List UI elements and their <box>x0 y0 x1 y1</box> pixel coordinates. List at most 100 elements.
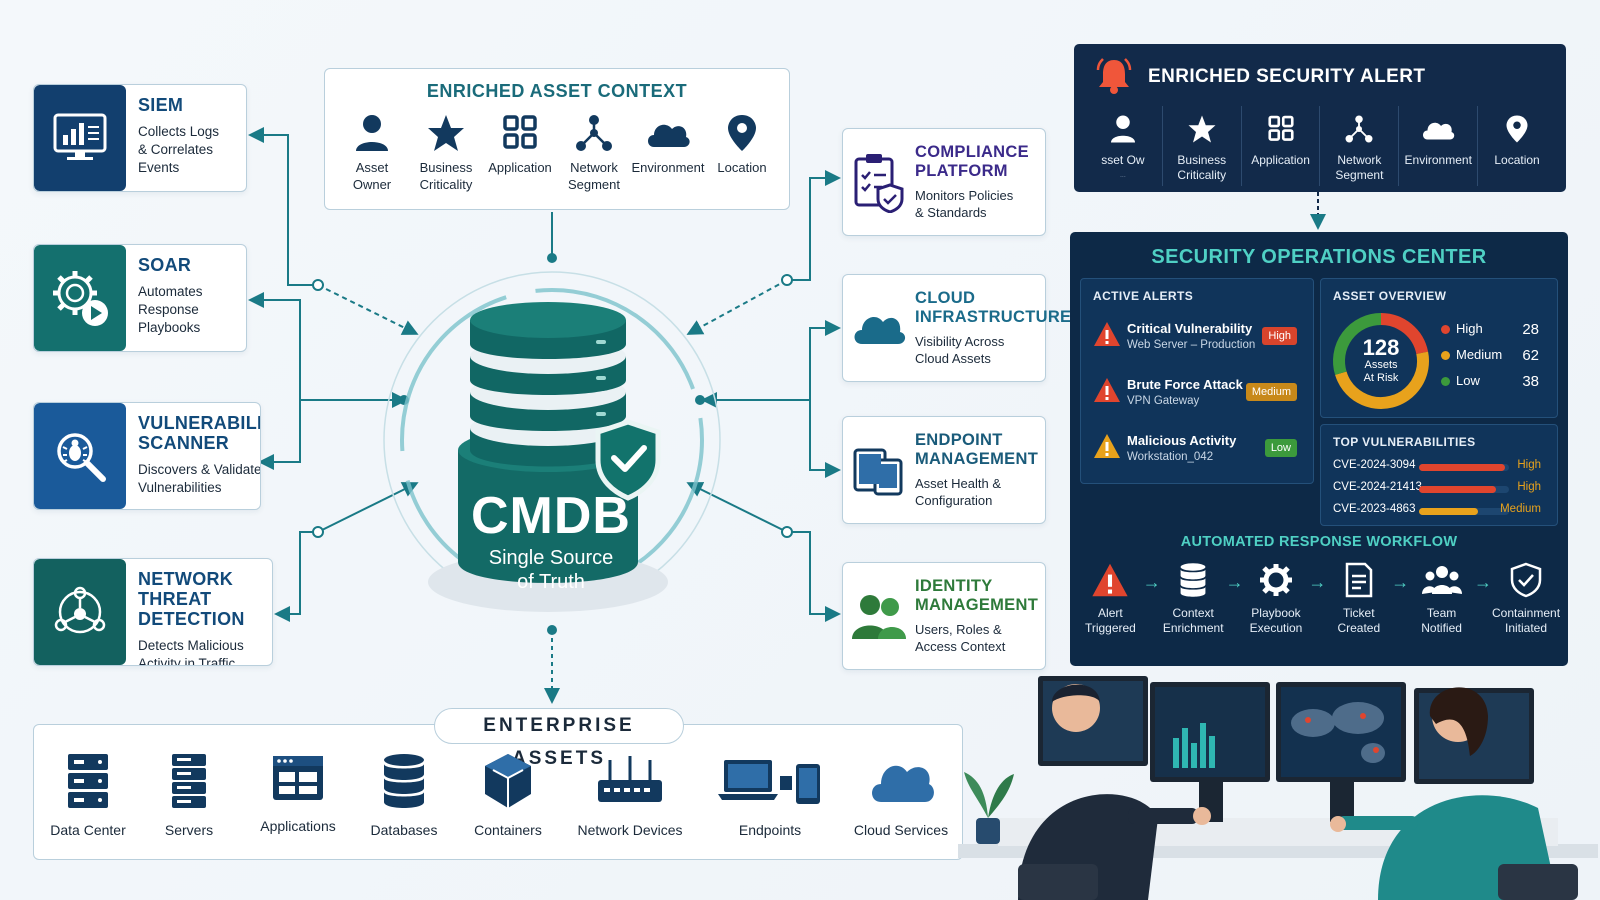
ticket-icon <box>1345 562 1373 598</box>
bell-icon <box>1096 58 1132 94</box>
bug-magnifier-icon <box>34 403 126 509</box>
soc-analysts-illustration <box>958 676 1598 900</box>
person-icon <box>356 115 388 151</box>
arrow-right-icon: → <box>1308 572 1327 592</box>
network-icon <box>576 115 612 151</box>
active-alerts-panel: ACTIVE ALERTS Critical Vulnerability Web… <box>1080 278 1314 484</box>
warning-icon <box>1092 563 1129 597</box>
asset-servers[interactable]: Servers <box>150 752 228 838</box>
app-window-icon <box>273 756 323 800</box>
warning-icon <box>1094 434 1120 458</box>
enriched-security-alert-title: ENRICHED SECURITY ALERT <box>1148 66 1426 87</box>
cve-severity-bar <box>1419 486 1496 493</box>
asset-cloud-services[interactable]: Cloud Services <box>846 752 956 838</box>
arrow-right-icon: → <box>1225 572 1244 592</box>
cmdb-title: CMDB <box>471 487 631 545</box>
warning-icon <box>1094 378 1120 402</box>
donut-slice-high <box>1380 313 1429 355</box>
context-location[interactable]: Location <box>705 113 779 193</box>
datacenter-icon <box>68 754 108 808</box>
automated-response-workflow-title: AUTOMATED RESPONSE WORKFLOW <box>1180 534 1458 550</box>
server-icon <box>172 754 206 808</box>
alert-row-malicious-activity[interactable]: Malicious Activity Workstation_042 Low <box>1093 431 1301 471</box>
alert-row-brute-force[interactable]: Brute Force Attack VPN Gateway Medium <box>1093 375 1301 415</box>
asset-endpoints[interactable]: Endpoints <box>712 752 828 838</box>
cve-severity-bar <box>1419 508 1478 515</box>
compliance-platform-desc: Monitors Policies& Standards <box>915 188 1014 220</box>
endpoint-management-desc: Asset Health &Configuration <box>915 476 1001 508</box>
donut-slice-low <box>1333 313 1382 375</box>
alert-row-critical-vulnerability[interactable]: Critical Vulnerability Web Server – Prod… <box>1093 319 1301 359</box>
pin-icon <box>728 115 756 151</box>
gear-play-icon <box>34 245 126 351</box>
severity-badge: Medium <box>1245 383 1297 401</box>
asset-label: Endpoints <box>738 822 802 838</box>
asset-databases[interactable]: Databases <box>362 752 446 838</box>
alert-location[interactable]: Location <box>1478 106 1556 186</box>
severity-badge: Low <box>1264 439 1297 457</box>
asset-network-devices[interactable]: Network Devices <box>570 752 690 838</box>
severity-badge: High <box>1262 327 1297 345</box>
enriched-asset-context-title: ENRICHED ASSET CONTEXT <box>426 81 688 101</box>
alert-item-label: Application <box>1251 153 1310 167</box>
risk-donut-chart <box>1333 313 1429 409</box>
context-application[interactable]: Application <box>483 113 557 193</box>
cve-severity-bar <box>1419 464 1505 471</box>
cloud-icon <box>1423 122 1455 140</box>
asset-label: Servers <box>164 822 214 838</box>
alert-asset-owner[interactable]: sset Ow... <box>1084 106 1163 186</box>
alert-item-label: Environment <box>1404 153 1472 167</box>
container-icon <box>485 754 531 808</box>
vulnerability-scanner-card[interactable]: VULNERABILITYSCANNER Discovers & Validat… <box>33 402 261 510</box>
database-icon <box>1180 563 1206 597</box>
monitor-chart-icon <box>34 85 126 191</box>
asset-containers[interactable]: Containers <box>466 752 550 838</box>
person-icon <box>1110 115 1135 143</box>
alert-application[interactable]: Application <box>1242 106 1321 186</box>
context-label: Environment <box>631 160 705 175</box>
asset-data-center[interactable]: Data Center <box>46 752 130 838</box>
pin-icon <box>1506 115 1528 143</box>
shield-check-icon <box>1510 562 1542 598</box>
team-icon <box>1421 566 1462 594</box>
asset-applications[interactable]: Applications <box>250 752 346 834</box>
context-environment[interactable]: Environment <box>631 113 705 193</box>
database-icon <box>384 754 424 808</box>
asset-label: Databases <box>370 822 438 838</box>
network-nodes-icon <box>34 559 126 665</box>
alert-environment[interactable]: Environment <box>1399 106 1479 186</box>
router-icon <box>598 756 662 802</box>
